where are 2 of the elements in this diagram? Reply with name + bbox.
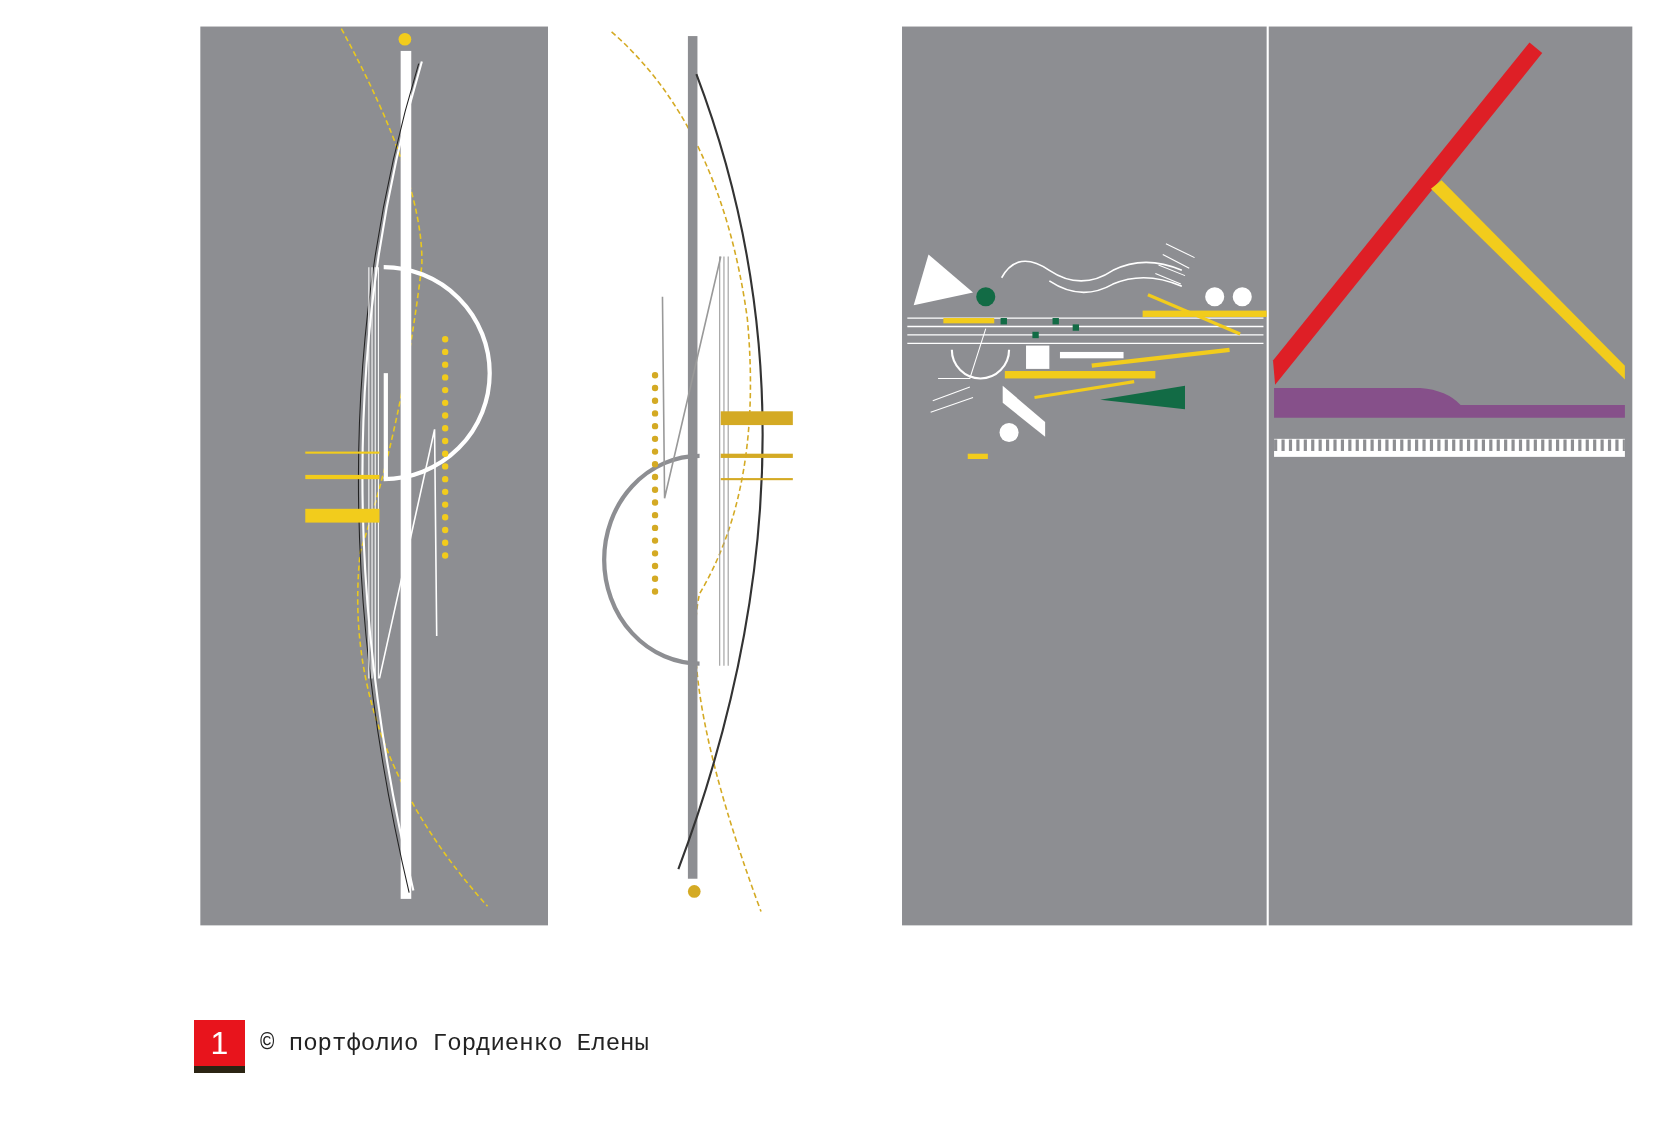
copyright-caption: © портфолио Гордиенко Елены: [260, 1030, 649, 1057]
page-number: 1: [194, 1020, 245, 1073]
